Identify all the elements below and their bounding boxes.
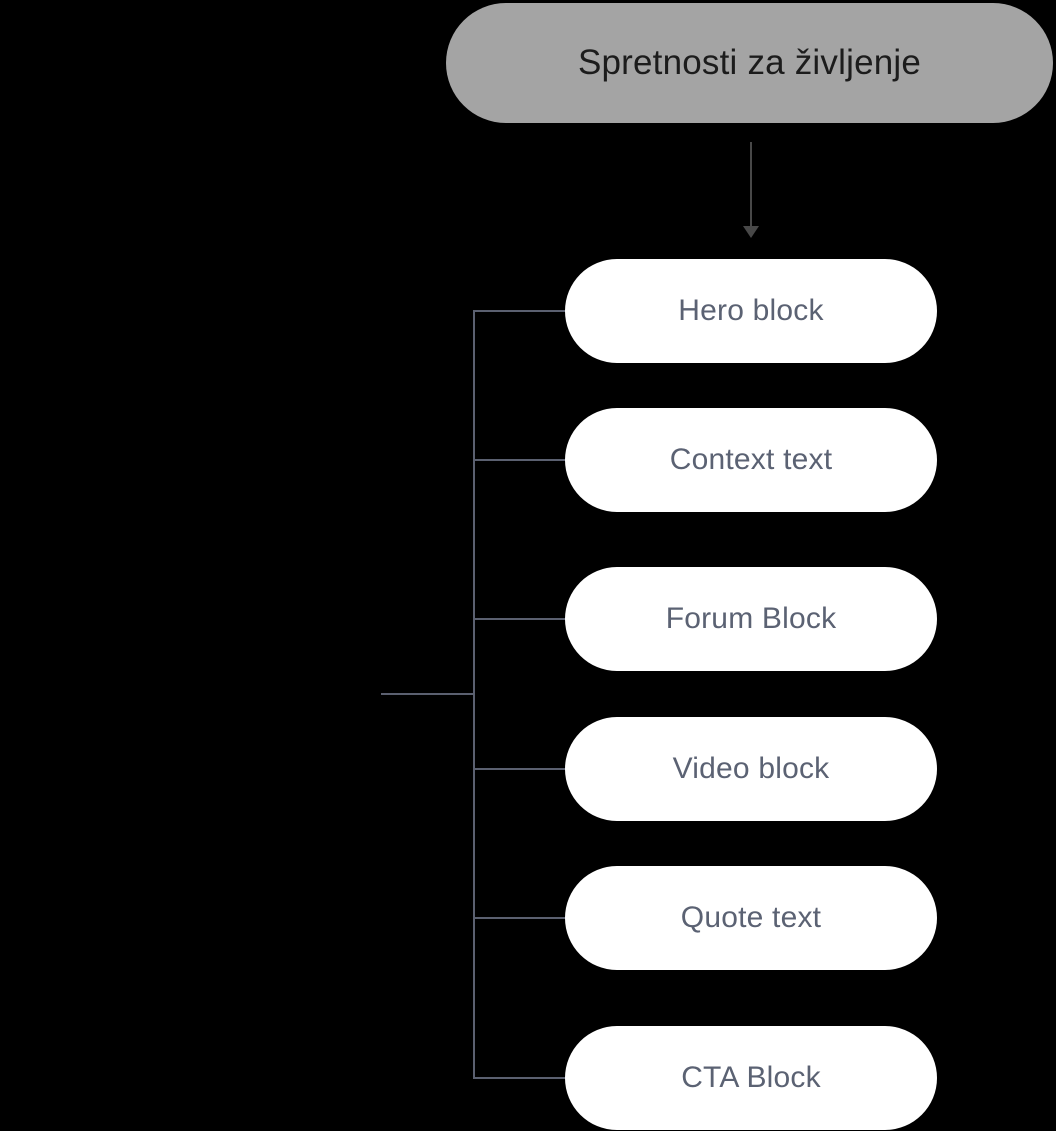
node-label: Hero block [678,294,824,327]
node-label: Video block [672,752,830,785]
tree-branch-line [473,768,566,770]
node-hero-block[interactable]: Hero block [565,259,937,363]
node-label: Quote text [680,901,822,934]
arrow-down-icon [743,226,759,238]
node-cta-block[interactable]: CTA Block [565,1026,937,1130]
tree-branch-line [473,459,566,461]
node-context-text[interactable]: Context text [565,408,937,512]
node-root-label: Spretnosti za življenje [577,43,922,82]
tree-trunk-line [473,311,475,1078]
tree-branch-line [473,310,566,312]
tree-branch-line [473,917,566,919]
node-label: Forum Block [665,602,837,635]
node-label: CTA Block [681,1061,821,1094]
node-root[interactable]: Spretnosti za življenje [446,3,1053,123]
node-quote-text[interactable]: Quote text [565,866,937,970]
tree-incoming-line [381,693,474,695]
node-forum-block[interactable]: Forum Block [565,567,937,671]
node-label: Context text [669,443,833,476]
tree-branch-line [473,618,566,620]
arrow-stem [750,142,752,227]
node-video-block[interactable]: Video block [565,717,937,821]
tree-branch-line [473,1077,566,1079]
